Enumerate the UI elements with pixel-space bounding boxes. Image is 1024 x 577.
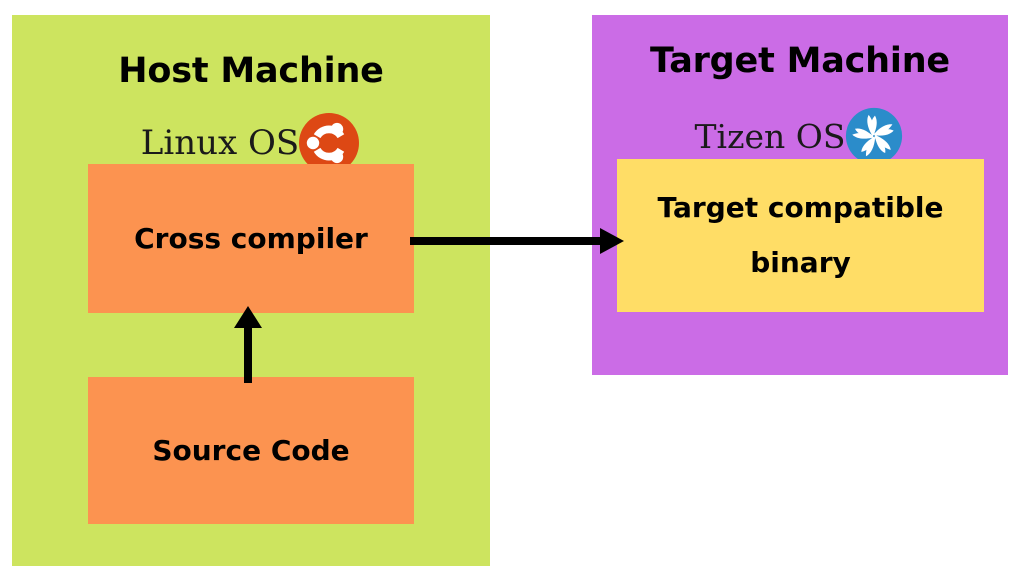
host-os-line: Linux OS xyxy=(12,111,490,175)
ubuntu-logo-icon xyxy=(297,111,361,175)
box-source-code[interactable]: Source Code xyxy=(88,377,414,524)
target-os-line: Tizen OS xyxy=(592,105,1008,167)
tizen-logo-icon xyxy=(843,105,905,167)
host-machine-heading: Host Machine xyxy=(118,51,384,91)
target-binary-label-line1: Target compatible xyxy=(657,190,944,224)
target-os-label: Tizen OS xyxy=(694,116,846,156)
box-target-binary[interactable]: Target compatible binary xyxy=(617,159,984,312)
box-cross-compiler[interactable]: Cross compiler xyxy=(88,164,414,313)
target-binary-label-line2: binary xyxy=(750,245,851,279)
host-os-label: Linux OS xyxy=(140,123,300,163)
target-machine-heading: Target Machine xyxy=(650,41,950,81)
